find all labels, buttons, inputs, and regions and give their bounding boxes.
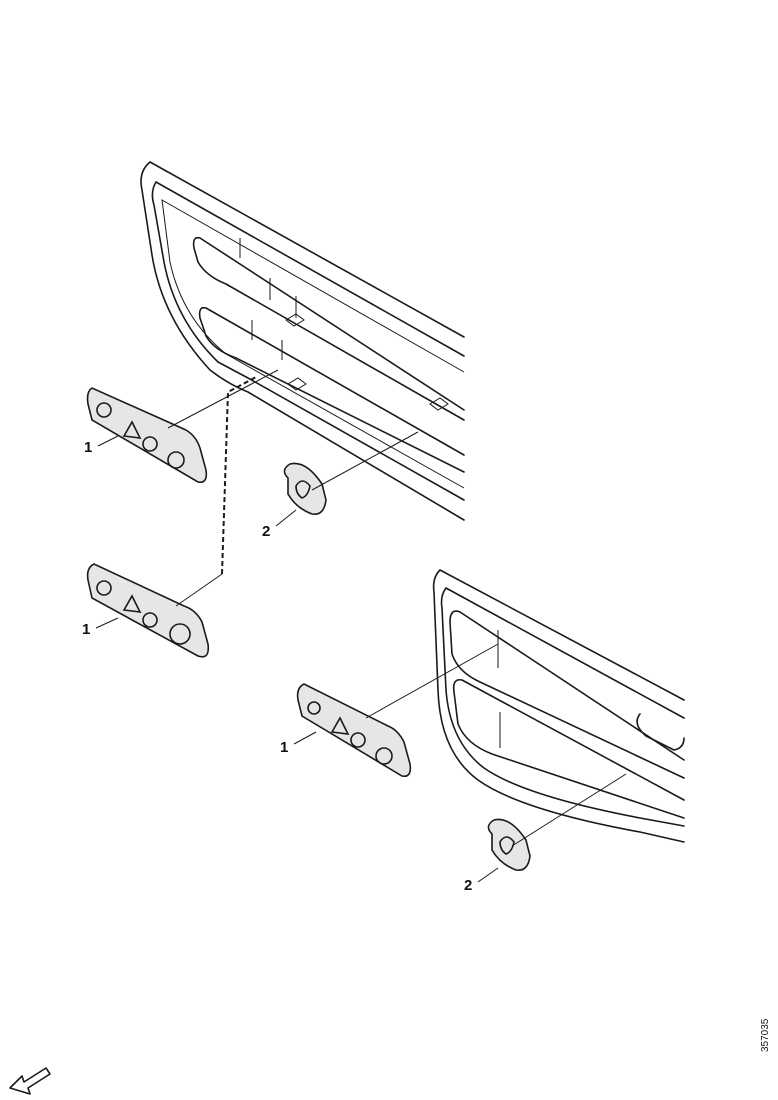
assembly-lines: [167, 369, 627, 847]
callout-label-1-middle: 1: [82, 621, 91, 638]
emblem-part-2-upper: [283, 462, 327, 516]
lower-grille: [432, 569, 685, 843]
direction-arrow-icon: [9, 1067, 51, 1095]
emblem-part-2-lower: [487, 818, 531, 872]
callout-label-1-lower: 1: [280, 739, 289, 756]
badge-part-1-middle: [86, 563, 210, 658]
callout-label-2-lower: 2: [464, 877, 473, 894]
callout-label-2-upper: 2: [262, 523, 271, 540]
badge-part-1-lower: [296, 683, 412, 778]
figure-reference-code: 357035: [760, 1018, 771, 1052]
callout-leaders: [95, 435, 499, 883]
callout-label-1-upper: 1: [84, 439, 93, 456]
upper-grille: [140, 161, 465, 521]
badge-part-1-upper: [86, 387, 208, 484]
